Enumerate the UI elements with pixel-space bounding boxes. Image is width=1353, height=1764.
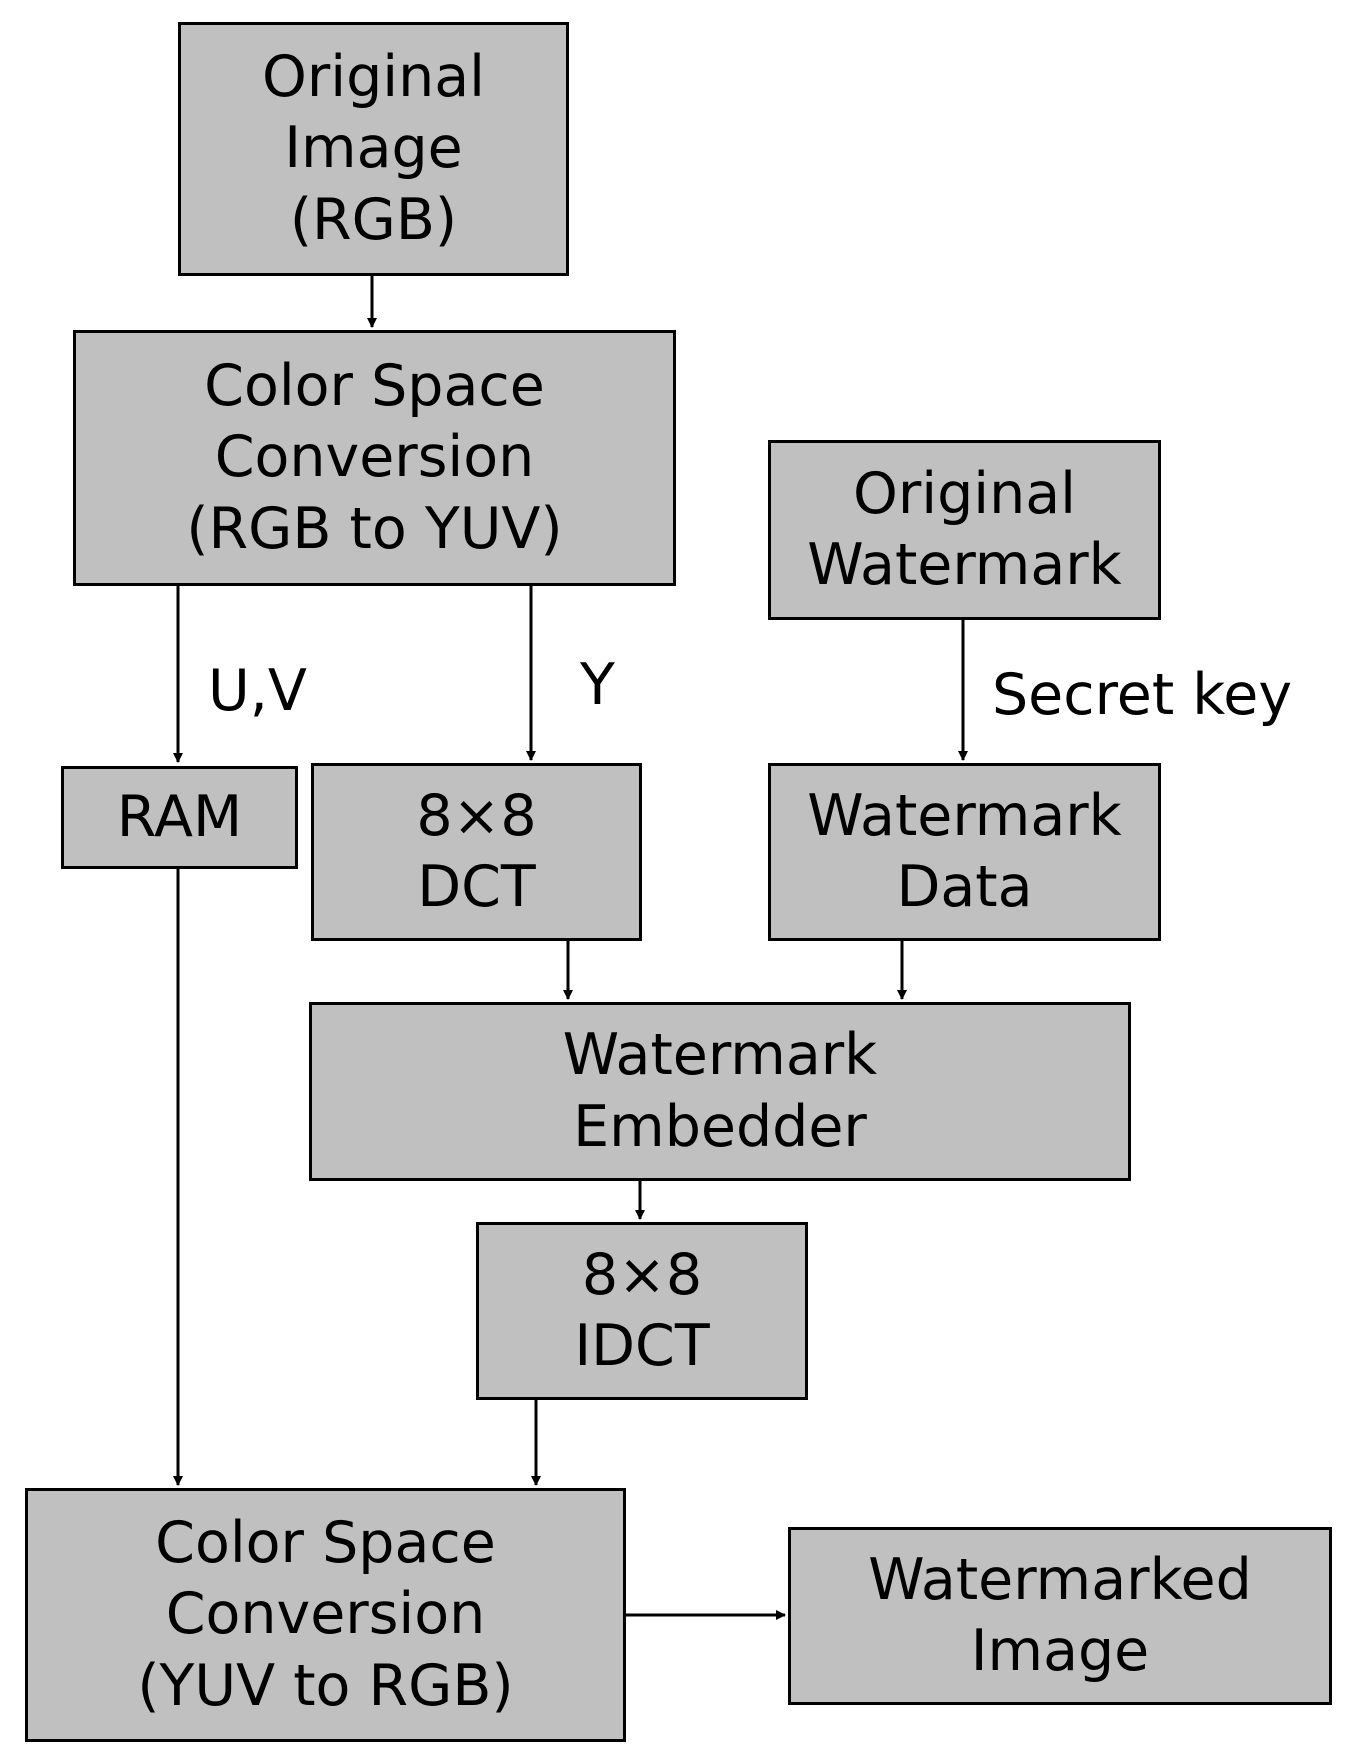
idct-line-1: 8×8 [581,1241,703,1308]
secret-key-label: Secret key [992,662,1293,728]
y-channel-label: Y [580,652,615,718]
dct-line-1: 8×8 [416,782,537,849]
watermark-data-line-1: Watermark [807,782,1122,849]
original-watermark-line-2: Watermark [807,532,1122,598]
original-watermark-line-1: Original [852,460,1077,527]
csc-yuv-to-rgb-box: Color Space Conversion (YUV to RGB) [25,1488,626,1742]
original-image-box: Original Image (RGB) [178,22,569,276]
dct-box: 8×8 DCT [311,763,642,941]
csc1-line-1: Color Space [204,353,545,420]
csc2-line-1: Color Space [155,1510,496,1577]
csc-rgb-to-yuv-box: Color Space Conversion (RGB to YUV) [73,330,676,586]
original-image-line-3: (RGB) [289,186,458,253]
embedder-line-2: Embedder [573,1093,867,1160]
csc1-line-2: Conversion [214,424,535,491]
ram-label: RAM [116,783,243,850]
watermark-data-line-2: Data [896,854,1033,920]
ram-box: RAM [61,766,298,869]
watermarked-image-line-1: Watermarked [868,1546,1252,1613]
embedder-line-1: Watermark [562,1022,878,1089]
watermark-data-box: Watermark Data [768,763,1161,941]
csc1-line-3: (RGB to YUV) [186,495,563,562]
uv-channel-label: U,V [208,658,307,724]
watermarked-image-box: Watermarked Image [788,1527,1332,1705]
csc2-line-3: (YUV to RGB) [137,1652,514,1719]
watermarked-image-line-2: Image [970,1618,1150,1684]
original-image-line-2: Image [284,115,463,182]
original-watermark-box: Original Watermark [768,440,1161,620]
idct-box: 8×8 IDCT [476,1222,808,1400]
dct-line-2: DCT [417,854,536,920]
watermark-embedder-box: Watermark Embedder [309,1002,1131,1181]
idct-line-2: IDCT [574,1313,710,1379]
csc2-line-2: Conversion [165,1581,486,1648]
original-image-line-1: Original [261,44,486,111]
